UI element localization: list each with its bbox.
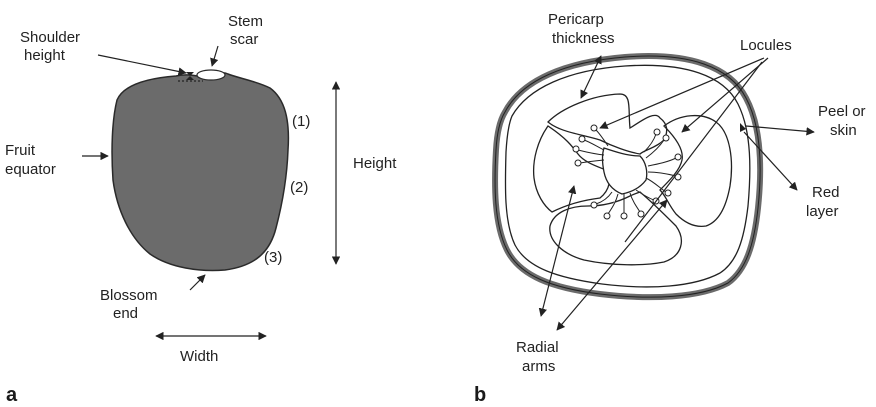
blossom-end-label-1: Blossom — [100, 287, 158, 304]
stem-scar-arrow — [212, 46, 218, 66]
red-layer-label-2: layer — [806, 203, 839, 220]
panel-a-label: a — [6, 384, 18, 406]
panel-b: Pericarp thickness Locules Peel or skin … — [474, 11, 866, 406]
stem-scar-label-2: scar — [230, 31, 258, 48]
stem-scar-label-1: Stem — [228, 13, 263, 30]
height-label: Height — [353, 155, 397, 172]
blossom-end-arrow — [190, 275, 205, 290]
pericarp-label-1: Pericarp — [548, 11, 604, 28]
position-1-label: (1) — [292, 113, 310, 130]
radial-arms-label-2: arms — [522, 358, 555, 375]
blossom-end-label-2: end — [113, 305, 138, 322]
shoulder-height-label-2: height — [24, 47, 66, 64]
pericarp-label-2: thickness — [552, 30, 615, 47]
position-3-label: (3) — [264, 249, 282, 266]
radial-arms-label-1: Radial — [516, 339, 559, 356]
panel-a: Shoulder height Stem scar Fruit equator … — [5, 13, 397, 406]
peel-label-1: Peel or — [818, 103, 866, 120]
stem-scar-shape — [197, 70, 225, 80]
fruit-equator-label-1: Fruit — [5, 142, 36, 159]
fruit-equator-label-2: equator — [5, 161, 56, 178]
peel-label-2: skin — [830, 122, 857, 139]
width-label: Width — [180, 348, 218, 365]
fruit-silhouette — [112, 73, 288, 271]
panel-b-label: b — [474, 384, 486, 406]
position-2-label: (2) — [290, 179, 308, 196]
shoulder-height-arrow — [98, 55, 186, 73]
red-layer-label-1: Red — [812, 184, 840, 201]
locules-label: Locules — [740, 37, 792, 54]
shoulder-height-label-1: Shoulder — [20, 29, 80, 46]
